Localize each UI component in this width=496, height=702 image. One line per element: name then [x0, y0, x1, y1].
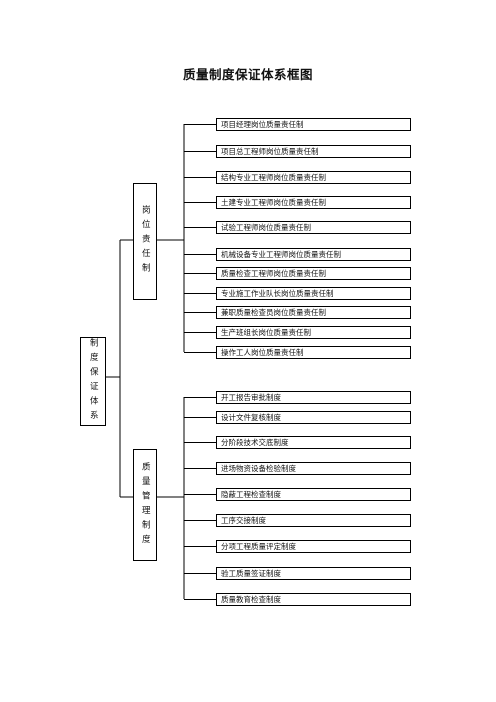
item-box: 兼职质量检查员岗位质量责任制: [216, 306, 411, 319]
item-box: 土建专业工程师岗位质量责任制: [216, 196, 411, 209]
group-box-post-responsibility: 岗位责任制: [133, 183, 157, 300]
item-box: 结构专业工程师岗位质量责任制: [216, 171, 411, 184]
item-box: 项目总工程师岗位质量责任制: [216, 145, 411, 158]
group-label: 岗位责任制: [140, 205, 151, 278]
item-box: 隐蔽工程检查制度: [216, 488, 411, 501]
item-box: 质量教育检查制度: [216, 593, 411, 606]
group-label: 质量管理制度: [140, 461, 151, 549]
group-1-branches: [184, 124, 216, 353]
item-box: 质量检查工程师岗位质量责任制: [216, 267, 411, 280]
group-box-quality-management: 质量管理制度: [133, 449, 157, 561]
item-box: 机械设备专业工程师岗位质量责任制: [216, 248, 411, 261]
diagram-title: 质量制度保证体系框图: [182, 67, 313, 82]
item-box: 开工报告审批制度: [216, 391, 411, 404]
item-box: 设计文件复核制度: [216, 411, 411, 424]
item-box: 试验工程师岗位质量责任制: [216, 221, 411, 234]
item-box: 项目经理岗位质量责任制: [216, 118, 411, 131]
item-box: 验工质量签证制度: [216, 567, 411, 580]
item-box: 工序交接制度: [216, 514, 411, 527]
root-label: 制度保证体系: [88, 338, 99, 425]
item-box: 生产班组长岗位质量责任制: [216, 326, 411, 339]
group-2-branches: [184, 397, 216, 600]
item-box: 分项工程质量评定制度: [216, 540, 411, 553]
item-box: 进场物资设备检验制度: [216, 462, 411, 475]
item-box: 操作工人岗位质量责任制: [216, 346, 411, 359]
root-box: 制度保证体系: [80, 337, 106, 426]
item-box: 分阶段技术交底制度: [216, 436, 411, 449]
item-box: 专业施工作业队长岗位质量责任制: [216, 287, 411, 300]
